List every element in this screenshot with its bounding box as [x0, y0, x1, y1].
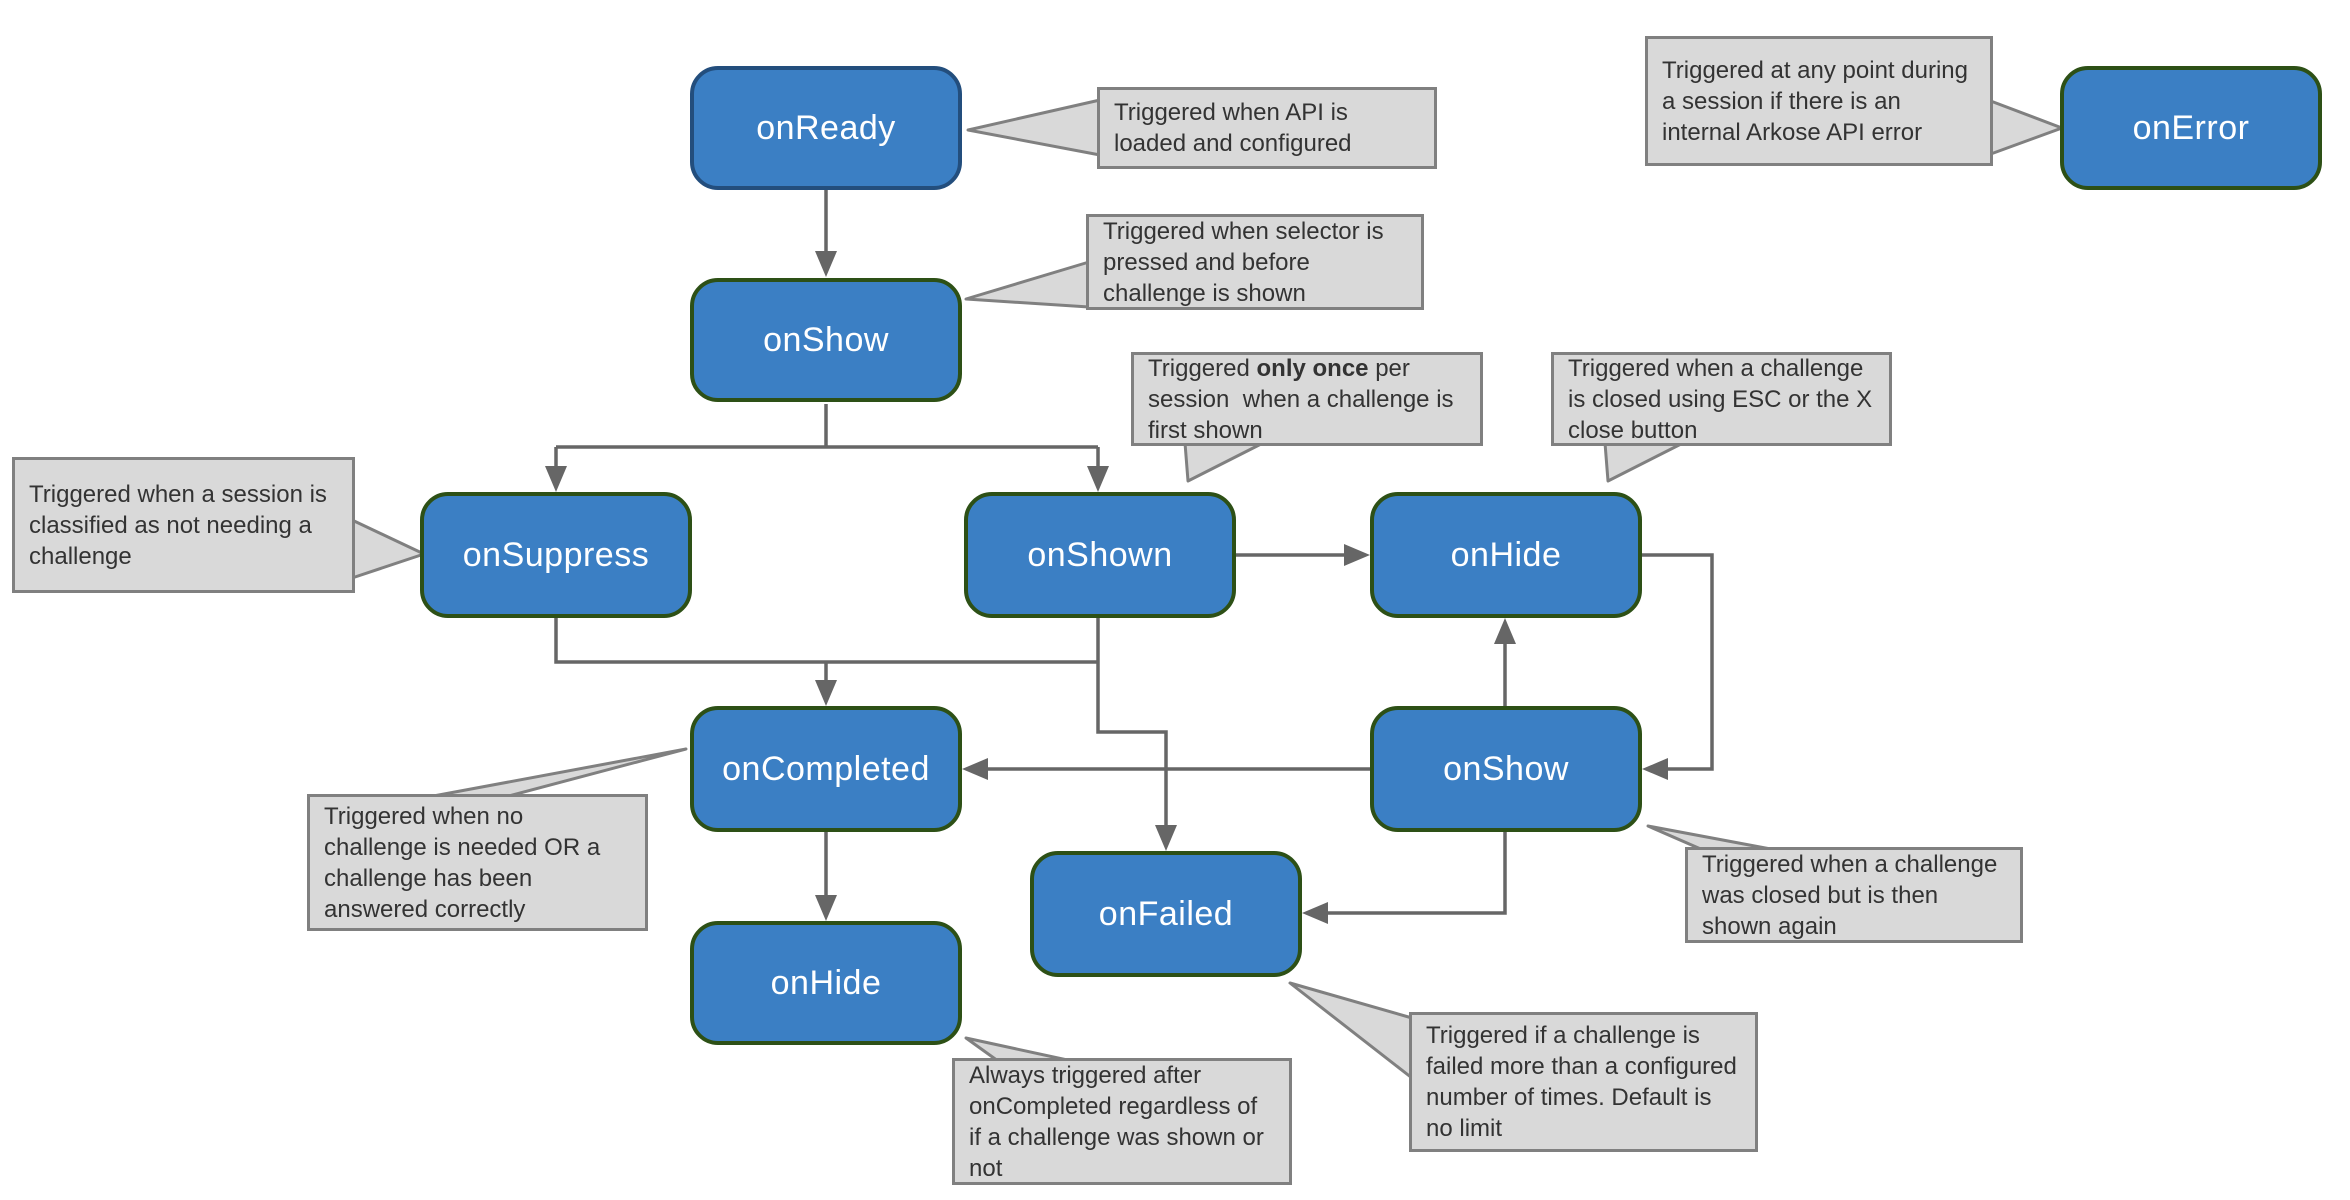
callout-onshow-text: Triggered when selector is pressed and b…: [1103, 217, 1391, 307]
callout-onshow: Triggered when selector is pressed and b…: [1086, 214, 1424, 310]
callout-onerror: Triggered at any point during a session …: [1645, 36, 1993, 166]
node-onfailed-label: onFailed: [1098, 894, 1234, 933]
callout-onfailed: Triggered if a challenge is failed more …: [1409, 1012, 1758, 1152]
callout-onsuppress-text: Triggered when a session is classified a…: [29, 480, 334, 570]
node-onshown: onShown: [964, 492, 1236, 618]
arrowhead: [1494, 618, 1516, 644]
callout-oncompleted-text: Triggered when no challenge is needed OR…: [324, 802, 607, 923]
node-onready-label: onReady: [756, 108, 896, 147]
edge-onshow-split: [554, 404, 1100, 468]
arrowhead: [1302, 902, 1328, 924]
node-onshow-1: onShow: [690, 278, 962, 402]
callout-onshown-text-bold: only once: [1256, 354, 1369, 382]
callout-onshown: Triggered only once per session when a c…: [1131, 352, 1483, 446]
callout-onhide2: Always triggered after onCompleted regar…: [952, 1058, 1292, 1185]
edge-onshow2-onfailed: [1326, 832, 1507, 915]
callout-onshown-text-prefix: Triggered: [1148, 354, 1257, 382]
callout-onhide-text: Triggered when a challenge is closed usi…: [1568, 354, 1879, 444]
node-onhide-2: onHide: [690, 921, 962, 1045]
callout-onready: Triggered when API is loaded and configu…: [1097, 87, 1437, 169]
callout-tail-completed: [426, 747, 688, 799]
node-onhide-2-label: onHide: [770, 963, 882, 1002]
node-onhide-1: onHide: [1370, 492, 1642, 618]
callout-onshow2: Triggered when a challenge was closed bu…: [1685, 847, 2023, 943]
arrowhead: [545, 466, 567, 492]
callout-tail-failed: [1288, 981, 1414, 1080]
callout-onshow2-text: Triggered when a challenge was closed bu…: [1702, 850, 2004, 940]
node-onshown-label: onShown: [1027, 535, 1173, 574]
callout-tail-show: [964, 260, 1091, 309]
callout-tail-ready: [966, 98, 1102, 157]
node-onsuppress: onSuppress: [420, 492, 692, 618]
arrowhead: [815, 680, 837, 706]
arrowhead: [815, 895, 837, 921]
edge-rail-oncompleted: [554, 618, 1098, 682]
callout-onshown-text-suffix: per session when a challenge is first sh…: [1148, 354, 1461, 444]
node-oncompleted-label: onCompleted: [722, 749, 930, 788]
callout-oncompleted: Triggered when no challenge is needed OR…: [307, 794, 648, 931]
callout-onhide: Triggered when a challenge is closed usi…: [1551, 352, 1892, 446]
callout-onerror-text: Triggered at any point during a session …: [1662, 56, 1975, 146]
node-onhide-1-label: onHide: [1450, 535, 1562, 574]
callout-onready-text: Triggered when API is loaded and configu…: [1114, 99, 1355, 157]
arrowhead: [1155, 825, 1177, 851]
arrowhead: [962, 758, 988, 780]
callout-onfailed-text: Triggered if a challenge is failed more …: [1426, 1022, 1744, 1142]
callout-tail-suppress: [350, 518, 426, 580]
node-onerror: onError: [2060, 66, 2322, 190]
callout-tail-hide1: [1603, 441, 1685, 483]
callout-onsuppress: Triggered when a session is classified a…: [12, 457, 355, 593]
edge-onhide-onshow2: [1642, 553, 1714, 771]
node-onready: onReady: [690, 66, 962, 190]
node-onshow-1-label: onShow: [763, 320, 889, 359]
arrowhead: [1087, 466, 1109, 492]
edge-onshown-onfailed: [1096, 618, 1168, 827]
node-onshow-2: onShow: [1370, 706, 1642, 832]
callout-onshown-text: Triggered only once per session when a c…: [1148, 353, 1466, 446]
node-onerror-label: onError: [2132, 108, 2250, 147]
arrowhead: [1344, 544, 1370, 566]
arrowhead: [815, 251, 837, 277]
callout-tail-shown: [1183, 441, 1265, 483]
arrowhead: [1642, 758, 1668, 780]
node-oncompleted: onCompleted: [690, 706, 962, 832]
callout-tail-error: [1986, 98, 2064, 157]
node-onfailed: onFailed: [1030, 851, 1302, 977]
callout-onhide2-text: Always triggered after onCompleted regar…: [969, 1061, 1271, 1182]
node-onshow-2-label: onShow: [1443, 749, 1569, 788]
node-onsuppress-label: onSuppress: [462, 535, 650, 574]
